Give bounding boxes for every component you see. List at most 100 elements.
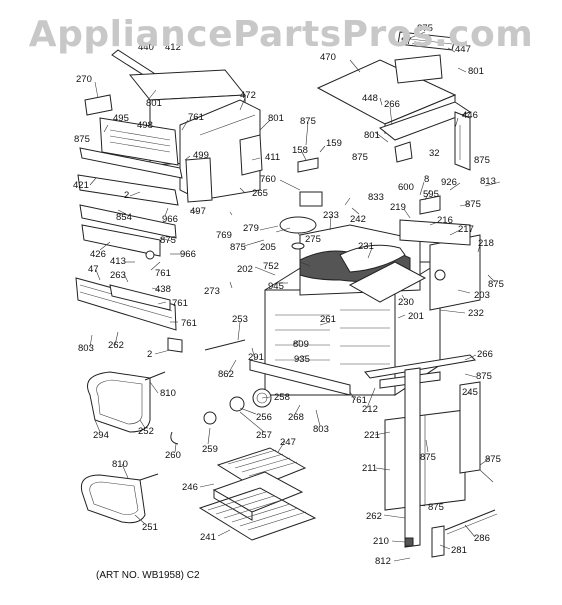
front-frame <box>249 359 351 396</box>
callout-270: 270 <box>76 74 92 85</box>
front-trim <box>77 94 213 206</box>
callout-253: 253 <box>232 314 248 325</box>
callout-448: 448 <box>362 93 378 104</box>
callout-2: 2 <box>124 190 129 201</box>
callout-numbers: 875 87 447 440 412 470 801 270 801 448 2… <box>73 23 504 567</box>
callout-875: 875 <box>300 116 316 127</box>
broil-element <box>80 473 159 524</box>
callout-495: 495 <box>113 113 129 124</box>
callout-801: 801 <box>146 98 162 109</box>
callout-211: 211 <box>362 463 377 474</box>
callout-252: 252 <box>138 426 154 437</box>
callout-875: 875 <box>428 502 444 513</box>
callout-241: 241 <box>200 532 216 543</box>
callout-801: 801 <box>468 66 484 77</box>
callout-833: 833 <box>368 192 384 203</box>
callout-761: 761 <box>181 318 197 329</box>
callout-32: 32 <box>429 148 440 159</box>
callout-812: 812 <box>375 556 391 567</box>
callout-809: 809 <box>293 339 309 350</box>
leader-lines <box>89 31 501 562</box>
callout-810: 810 <box>112 459 128 470</box>
callout-803: 803 <box>78 343 94 354</box>
callout-810: 810 <box>160 388 176 399</box>
callout-761: 761 <box>172 298 188 309</box>
callout-600: 600 <box>398 182 414 193</box>
callout-499: 499 <box>193 150 209 161</box>
oven-rack <box>198 487 317 541</box>
rear-bracket <box>378 101 472 171</box>
callout-273: 273 <box>204 286 220 297</box>
callout-761: 761 <box>351 395 367 406</box>
callout-233: 233 <box>323 210 339 221</box>
callout-259: 259 <box>202 444 218 455</box>
callout-761: 761 <box>188 112 204 123</box>
callout-266: 266 <box>477 349 493 360</box>
callout-216: 216 <box>437 215 453 226</box>
callout-801: 801 <box>364 130 380 141</box>
callout-258: 258 <box>274 392 290 403</box>
callout-862: 862 <box>218 369 234 380</box>
callout-231: 231 <box>358 241 374 252</box>
callout-935: 935 <box>294 354 310 365</box>
callout-875: 875 <box>160 235 176 246</box>
callout-966: 966 <box>162 214 178 225</box>
callout-294: 294 <box>93 430 109 441</box>
callout-945: 945 <box>268 281 284 292</box>
callout-291: 291 <box>248 352 264 363</box>
callout-438: 438 <box>155 284 171 295</box>
callout-8: 8 <box>424 174 429 185</box>
callout-281: 281 <box>451 545 467 556</box>
callout-268: 268 <box>288 412 304 423</box>
callout-875: 875 <box>476 371 492 382</box>
callout-752: 752 <box>263 261 279 272</box>
callout-875: 875 <box>74 134 90 145</box>
callout-263: 263 <box>110 270 126 281</box>
callout-219: 219 <box>390 202 406 213</box>
callout-875: 875 <box>230 242 246 253</box>
callout-265: 265 <box>252 188 268 199</box>
callout-2: 2 <box>147 349 152 360</box>
callout-472: 472 <box>240 90 256 101</box>
callout-262: 262 <box>366 511 382 522</box>
side-panel <box>399 219 481 311</box>
callout-257: 257 <box>256 430 272 441</box>
lower-trim <box>79 204 177 260</box>
callout-803: 803 <box>313 424 329 435</box>
callout-875: 875 <box>485 454 501 465</box>
callout-159: 159 <box>326 138 342 149</box>
callout-875: 875 <box>474 155 490 166</box>
callout-221: 221 <box>364 430 380 441</box>
callout-286: 286 <box>474 533 490 544</box>
callout-875: 875 <box>352 152 368 163</box>
callout-470: 470 <box>320 52 336 63</box>
callout-87: 87 <box>401 36 412 47</box>
callout-801: 801 <box>268 113 284 124</box>
callout-813: 813 <box>480 176 496 187</box>
callout-854: 854 <box>116 212 132 223</box>
callout-261: 261 <box>320 314 336 325</box>
callout-413: 413 <box>110 256 126 267</box>
callout-279: 279 <box>243 223 259 234</box>
callout-966: 966 <box>180 249 196 260</box>
art-number-caption: (ART NO. WB1958) C2 <box>96 570 200 581</box>
callout-875: 875 <box>420 452 436 463</box>
callout-926: 926 <box>441 177 457 188</box>
callout-203: 203 <box>474 290 490 301</box>
callout-498: 498 <box>137 120 153 131</box>
callout-595: 595 <box>423 189 439 200</box>
callout-412: 412 <box>165 42 181 53</box>
broil-pan <box>212 447 307 521</box>
callout-242: 242 <box>350 214 366 225</box>
callout-447: 447 <box>455 44 471 55</box>
callout-218: 218 <box>478 238 494 249</box>
rear-panel <box>384 367 481 548</box>
callout-446: 446 <box>462 110 478 121</box>
callout-769: 769 <box>216 230 232 241</box>
callout-256: 256 <box>256 412 272 423</box>
callout-426: 426 <box>90 249 106 260</box>
callout-497: 497 <box>190 206 206 217</box>
callout-761: 761 <box>155 268 171 279</box>
